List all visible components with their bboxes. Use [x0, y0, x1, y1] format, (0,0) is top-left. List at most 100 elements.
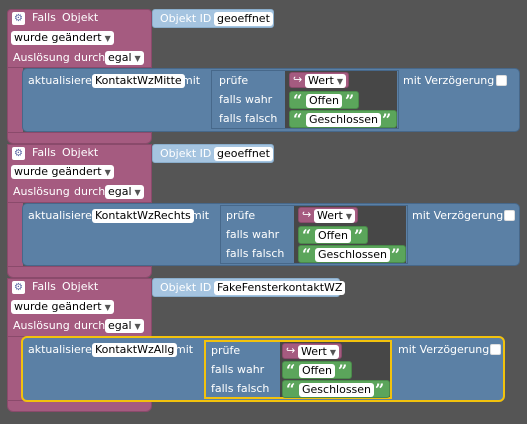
object-id-block[interactable]: Objekt ID geoeffnet — [152, 144, 274, 163]
wert-dropdown[interactable]: Wert▼ — [314, 209, 355, 223]
delay-checkbox[interactable] — [496, 75, 507, 86]
falls-label: Falls — [32, 11, 56, 24]
chevron-down-icon: ▼ — [134, 54, 141, 63]
wahr-text-field[interactable]: Offen — [306, 94, 342, 108]
durch-label: durch — [74, 319, 106, 332]
trigger-dropdown[interactable]: egal▼ — [105, 319, 144, 333]
open-quote-icon: “ — [286, 361, 296, 380]
event-spine — [7, 203, 23, 273]
value-block[interactable]: ↪ Wert▼ — [298, 207, 358, 223]
condition-value: wurde geändert — [14, 300, 102, 313]
falsch-text-block[interactable]: “ Geschlossen ” — [289, 110, 397, 128]
pruefe-label: prüfe — [211, 344, 241, 357]
update-action-block[interactable]: aktualisiere KontaktWzMitte mit prüfe ↪ … — [22, 68, 520, 132]
delay-checkbox[interactable] — [504, 210, 515, 221]
close-quote-icon: ” — [391, 245, 401, 264]
open-quote-icon: “ — [293, 110, 303, 129]
trigger-dropdown[interactable]: egal▼ — [105, 185, 144, 199]
target-field[interactable]: KontaktWzRechts — [92, 209, 194, 223]
trigger-label: Auslösung — [13, 319, 70, 332]
gear-icon[interactable]: ⚙ — [12, 12, 25, 25]
delay-checkbox[interactable] — [490, 344, 501, 355]
falsch-text-field[interactable]: Geschlossen — [315, 248, 391, 262]
falsch-text-field[interactable]: Geschlossen — [306, 113, 382, 127]
verzoegerung-label: mit Verzögerung — [403, 74, 495, 87]
return-arrow-icon: ↪ — [302, 208, 312, 221]
chevron-down-icon: ▼ — [104, 168, 111, 177]
falsch-text-field[interactable]: Geschlossen — [299, 383, 375, 397]
mit-label: mit — [182, 74, 201, 87]
wahr-text-block[interactable]: “ Offen ” — [289, 91, 359, 109]
wahr-text-block[interactable]: “ Offen ” — [298, 226, 368, 244]
condition-value: wurde geändert — [14, 165, 102, 178]
falls-wahr-label: falls wahr — [219, 93, 273, 106]
falls-falsch-label: falls falsch — [226, 247, 285, 260]
gear-icon[interactable]: ⚙ — [12, 281, 25, 294]
object-id-label: Objekt ID — [160, 12, 212, 25]
object-id-value[interactable]: FakeFensterkontaktWZ — [214, 281, 346, 295]
object-id-value[interactable]: geoeffnet — [214, 12, 273, 26]
falls-wahr-label: falls wahr — [226, 228, 280, 241]
chevron-down-icon: ▼ — [104, 303, 111, 312]
close-quote-icon: ” — [375, 380, 385, 399]
wert-dropdown[interactable]: Wert▼ — [298, 345, 339, 359]
condition-dropdown[interactable]: wurde geändert▼ — [11, 165, 114, 179]
trigger-dropdown[interactable]: egal▼ — [105, 51, 144, 65]
wert-value: Wert — [301, 345, 327, 358]
chevron-down-icon: ▼ — [329, 348, 336, 357]
trigger-value: egal — [108, 51, 132, 64]
object-id-label: Objekt ID — [160, 281, 212, 294]
close-quote-icon: ” — [345, 91, 355, 110]
mit-label: mit — [191, 209, 210, 222]
falsch-text-block[interactable]: “ Geschlossen ” — [298, 245, 406, 263]
gear-icon[interactable]: ⚙ — [12, 147, 25, 160]
value-block[interactable]: ↪ Wert▼ — [289, 72, 349, 88]
durch-label: durch — [74, 51, 106, 64]
update-action-block[interactable]: aktualisiere KontaktWzRechts mit prüfe ↪… — [22, 203, 520, 266]
wert-value: Wert — [308, 74, 334, 87]
falsch-text-block[interactable]: “ Geschlossen ” — [282, 380, 390, 398]
event-footer — [7, 266, 152, 278]
falls-falsch-label: falls falsch — [219, 112, 278, 125]
wert-dropdown[interactable]: Wert▼ — [305, 74, 346, 88]
mit-label: mit — [175, 343, 194, 356]
falls-wahr-label: falls wahr — [211, 363, 265, 376]
open-quote-icon: “ — [302, 226, 312, 245]
wahr-text-field[interactable]: Offen — [315, 229, 351, 243]
condition-dropdown[interactable]: wurde geändert▼ — [11, 300, 114, 314]
update-action-block-selected[interactable]: aktualisiere KontaktWzAllg mit prüfe ↪ W… — [21, 336, 505, 402]
trigger-value: egal — [108, 319, 132, 332]
trigger-label: Auslösung — [13, 185, 70, 198]
objekt-label: Objekt — [62, 146, 99, 159]
open-quote-icon: “ — [293, 91, 303, 110]
close-quote-icon: ” — [382, 110, 392, 129]
object-id-block[interactable]: Objekt ID geoeffnet — [152, 9, 274, 28]
open-quote-icon: “ — [302, 245, 312, 264]
verzoegerung-label: mit Verzögerung — [398, 343, 490, 356]
target-field[interactable]: KontaktWzAllg — [92, 343, 178, 357]
chevron-down-icon: ▼ — [336, 77, 343, 86]
chevron-down-icon: ▼ — [104, 34, 111, 43]
pruefe-label: prüfe — [219, 74, 249, 87]
aktualisiere-label: aktualisiere — [28, 74, 92, 87]
event-spine — [7, 68, 23, 138]
object-id-value[interactable]: geoeffnet — [214, 147, 273, 161]
condition-dropdown[interactable]: wurde geändert▼ — [11, 31, 114, 45]
pruefe-label: prüfe — [226, 209, 256, 222]
return-arrow-icon: ↪ — [286, 344, 296, 357]
value-block[interactable]: ↪ Wert▼ — [282, 343, 342, 359]
falls-label: Falls — [32, 146, 56, 159]
trigger-label: Auslösung — [13, 51, 70, 64]
object-id-block[interactable]: Objekt ID FakeFensterkontaktWZ — [152, 278, 346, 297]
chevron-down-icon: ▼ — [134, 322, 141, 331]
wahr-text-block[interactable]: “ Offen ” — [282, 361, 352, 379]
trigger-value: egal — [108, 185, 132, 198]
falls-falsch-label: falls falsch — [211, 382, 270, 395]
condition-value: wurde geändert — [14, 31, 102, 44]
target-field[interactable]: KontaktWzMitte — [92, 74, 185, 88]
aktualisiere-label: aktualisiere — [28, 343, 92, 356]
object-id-label: Objekt ID — [160, 147, 212, 160]
wert-value: Wert — [317, 209, 343, 222]
wahr-text-field[interactable]: Offen — [299, 364, 335, 378]
